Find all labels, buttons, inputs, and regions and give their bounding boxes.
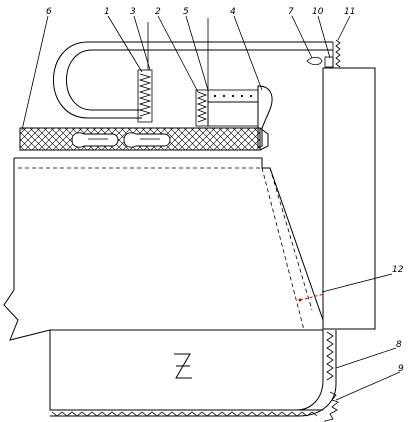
label-1: 1: [104, 7, 110, 17]
right-plate: [322, 67, 376, 330]
label-3: 3: [130, 7, 136, 17]
inner-loop: [66, 49, 333, 111]
outer-loop: [53, 41, 333, 119]
label-10: 10: [312, 7, 324, 17]
dashed-diagonal: [261, 167, 305, 331]
outer-corner-2: [50, 330, 337, 417]
zigzag-spring-11: [335, 39, 341, 68]
pocket-right: [123, 132, 171, 148]
body-panel: [14, 157, 324, 321]
bottom-zigzag: [51, 411, 318, 417]
label-12: 12: [392, 265, 404, 275]
bracket-4: [257, 85, 273, 149]
label-6: 6: [46, 7, 52, 17]
outer-corner: [295, 330, 324, 411]
dashed-diagonal-2: [269, 167, 313, 311]
lower-block-5: [207, 101, 259, 127]
point-12-marker: [299, 293, 325, 301]
spring-block-1: [137, 69, 153, 123]
z-mark: [174, 353, 192, 379]
label-8: 8: [396, 340, 402, 350]
label-4: 4: [230, 7, 236, 17]
torn-edge: [3, 289, 323, 341]
coil-spring-1: [138, 73, 152, 117]
small-block-10: [324, 56, 334, 68]
label-5: 5: [183, 7, 189, 17]
label-9: 9: [398, 364, 404, 374]
label-2: 2: [155, 7, 161, 17]
lower-box: [49, 330, 323, 411]
pocket-left: [71, 132, 119, 148]
belt-end: [259, 127, 269, 151]
label-11: 11: [344, 7, 355, 17]
label-7: 7: [288, 7, 294, 17]
small-spring-7: [306, 56, 323, 66]
coil-spring-2: [196, 91, 208, 123]
corner-zigzag: [324, 391, 339, 422]
corner-spring: [326, 331, 334, 381]
